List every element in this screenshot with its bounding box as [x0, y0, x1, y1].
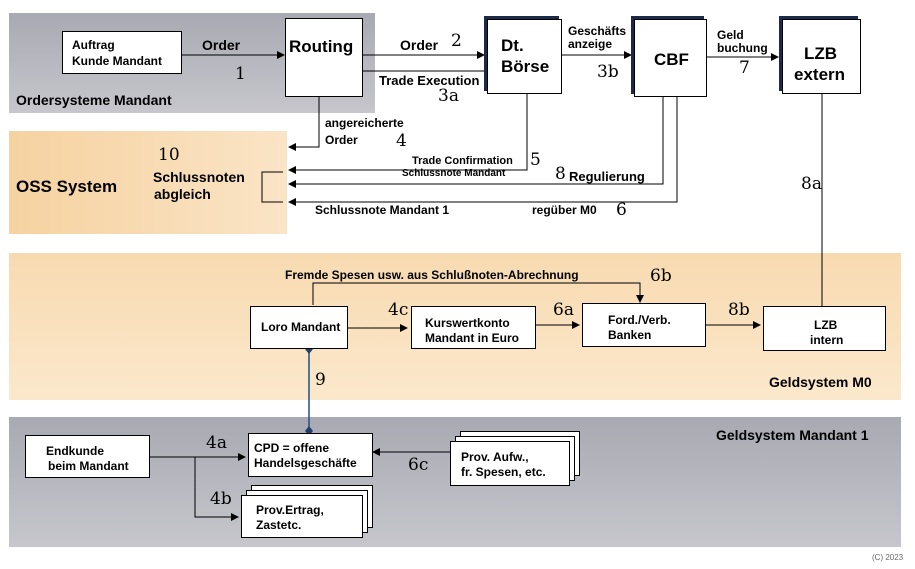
label-buchung: buchung — [717, 41, 768, 55]
kurswertkonto-line2: Mandant in Euro — [425, 331, 519, 345]
cpd-line1: CPD = offene — [254, 441, 330, 455]
lzb-extern-line1: LZB — [804, 44, 838, 63]
schlussnoten-line2: abgleich — [154, 186, 211, 202]
label-regulierung: Regulierung — [569, 169, 645, 184]
prov-aufw-line1: Prov. Aufw., — [461, 450, 529, 464]
step-8b: 8b — [728, 300, 750, 320]
prov-ertrag-line1: Prov.Ertrag, — [256, 503, 324, 517]
label-schlussnote-mandant-small: Schlussnote Mandant — [402, 168, 506, 179]
endkunde-line1: Endkunde — [46, 444, 105, 458]
ford-verb-line2: Banken — [608, 328, 652, 342]
dtboerse-line2: Börse — [501, 57, 550, 76]
ford-verb-line1: Ford./Verb. — [608, 313, 671, 327]
prov-aufw-box: Prov. Aufw., fr. Spesen, etc. — [450, 441, 570, 486]
kurswertkonto-line1: Kurswertkonto — [425, 316, 510, 330]
label-geld: Geld — [717, 28, 744, 42]
cpd-line2: Handelsgeschäfte — [254, 456, 357, 470]
lzb-intern-box: LZB intern — [763, 306, 886, 351]
routing-label: Routing — [289, 37, 354, 56]
oss-title: OSS System — [16, 177, 118, 196]
step-6b: 6b — [650, 266, 672, 286]
step-3a: 3a — [438, 86, 459, 106]
step-4a: 4a — [206, 433, 227, 453]
loro-box: Loro Mandant — [250, 306, 348, 349]
step-4c: 4c — [388, 300, 409, 320]
schlussnoten-line1: Schlussnoten — [153, 169, 245, 185]
cpd-box: CPD = offene Handelsgeschäfte — [248, 433, 373, 477]
dtboerse-box: Dt. Börse — [487, 19, 562, 94]
label-order-1: Order — [202, 37, 241, 53]
copyright: (C) 2023 — [872, 553, 904, 562]
endkunde-box: Endkunde beim Mandant — [25, 435, 150, 478]
kurswertkonto-box: Kurswertkonto Mandant in Euro — [411, 306, 536, 349]
label-reguber-m0: regüber M0 — [532, 203, 597, 217]
step-9: 9 — [315, 370, 326, 390]
lzb-intern-line1: LZB — [814, 318, 838, 332]
prov-ertrag-line2: Zastetc. — [256, 518, 302, 532]
label-schlussnote-mandant-1: Schlussnote Mandant 1 — [315, 203, 450, 217]
label-order-small: Order — [325, 133, 358, 147]
step-8a: 8a — [801, 174, 822, 194]
ford-verb-box: Ford./Verb. Banken — [582, 303, 706, 347]
label-order-2: Order — [400, 37, 439, 53]
geldsystem-m0-title: Geldsystem M0 — [769, 374, 872, 390]
prov-ertrag-box: Prov.Ertrag, Zastetc. — [241, 495, 363, 538]
prov-aufw-line2: fr. Spesen, etc. — [461, 465, 546, 479]
step-6a: 6a — [553, 300, 574, 320]
label-angereicherte: angereicherte — [325, 116, 404, 130]
step-4b: 4b — [210, 489, 232, 509]
step-1: 1 — [235, 64, 246, 84]
step-8: 8 — [555, 164, 566, 184]
dtboerse-line1: Dt. — [501, 36, 524, 55]
endkunde-line2: beim Mandant — [48, 459, 129, 473]
routing-box: Routing — [285, 18, 363, 97]
label-trade-confirmation: Trade Confirmation — [412, 155, 513, 167]
step-2: 2 — [451, 31, 462, 51]
cbf-box: CBF — [634, 19, 707, 97]
auftrag-line1: Auftrag — [72, 38, 115, 52]
step-3b: 3b — [597, 62, 619, 82]
step-7: 7 — [739, 58, 750, 78]
geldsystem-mandant-title: Geldsystem Mandant 1 — [716, 427, 869, 443]
cbf-label: CBF — [654, 50, 689, 69]
label-geschaefts: Geschäfts — [568, 24, 627, 38]
lzb-intern-line2: intern — [810, 333, 844, 347]
lzb-extern-box: LZB extern — [782, 19, 861, 94]
step-4: 4 — [396, 131, 407, 151]
label-anzeige: anzeige — [568, 37, 613, 51]
step-6c: 6c — [408, 455, 429, 475]
auftrag-line2: Kunde Mandant — [72, 54, 162, 68]
loro-label: Loro Mandant — [261, 320, 341, 334]
step-5: 5 — [530, 150, 541, 170]
step-10: 10 — [158, 145, 180, 165]
label-trade-execution: Trade Execution — [379, 73, 480, 88]
auftrag-box: Auftrag Kunde Mandant — [62, 31, 182, 74]
label-fremde-spesen: Fremde Spesen usw. aus Schlußnoten-Abrec… — [285, 268, 579, 282]
oss-region — [9, 131, 287, 234]
lzb-extern-line2: extern — [794, 65, 846, 84]
ordersysteme-title: Ordersysteme Mandant — [16, 92, 172, 108]
step-6: 6 — [616, 200, 627, 220]
